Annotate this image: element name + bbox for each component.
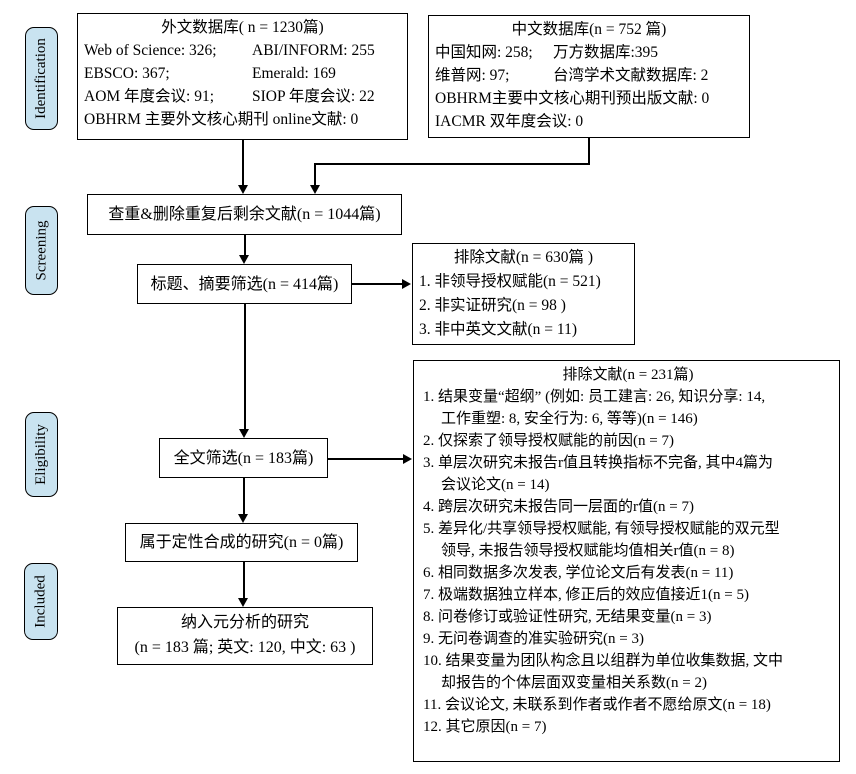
title-to-fulltext-line	[244, 304, 246, 431]
excluded-fulltext-item-1: 1. 结果变量“超纲” (例如: 员工建言: 26, 知识分享: 14, 工作重…	[423, 389, 766, 427]
stage-label-screening-text: Screening	[33, 220, 50, 281]
foreign-db-obhrm: OBHRM 主要外文核心期刊 online文献: 0	[84, 111, 359, 128]
excluded-screening-title: 排除文献(n = 630篇 )	[453, 249, 594, 266]
fulltext-to-qualitative-arrowhead-icon	[238, 514, 248, 523]
title-abstract-screening-box: 标题、摘要筛选(n = 414篇)	[137, 264, 352, 304]
dedup-to-title-arrowhead-icon	[239, 255, 249, 264]
included-meta-box: 纳入元分析的研究 (n = 183 篇; 英文: 120, 中文: 63 )	[117, 607, 373, 665]
excluded-screening-item-2: 2. 非实证研究(n = 98 )	[419, 297, 566, 314]
qualitative-to-included-arrowhead-icon	[238, 598, 248, 607]
excluded-fulltext-item-8: 8. 问卷修订或验证性研究, 无结果变量(n = 3)	[423, 609, 712, 625]
stage-label-identification: Identification	[25, 27, 58, 130]
chinese-to-dedup-line-vertical	[588, 138, 590, 164]
excluded-fulltext-item-12: 12. 其它原因(n = 7)	[423, 719, 547, 735]
chinese-db-cnki: 中国知网: 258;	[435, 44, 533, 61]
stage-label-included: Included	[24, 563, 58, 640]
chinese-databases-row: 维普网: 97; 台湾学术文献数据库: 2	[435, 64, 743, 87]
excluded-screening-item-1: 1. 非领导授权赋能(n = 521)	[419, 273, 601, 290]
excluded-fulltext-title: 排除文献(n = 231篇)	[562, 367, 694, 383]
included-meta-line1: 纳入元分析的研究	[180, 614, 309, 631]
excluded-fulltext-item-11: 11. 会议论文, 未联系到作者或作者不愿给原文(n = 18)	[423, 697, 771, 713]
dedup-to-title-line	[244, 235, 246, 256]
excluded-fulltext-item-2: 2. 仅探索了领导授权赋能的前因(n = 7)	[423, 433, 674, 449]
chinese-databases-box: 中文数据库(n = 752 篇) 中国知网: 258; 万方数据库:395 维普…	[428, 15, 750, 138]
foreign-databases-row: EBSCO: 367; Emerald: 169	[84, 62, 401, 85]
title-to-fulltext-arrowhead-icon	[239, 429, 249, 438]
included-meta-line2: (n = 183 篇; 英文: 120, 中文: 63 )	[134, 639, 356, 656]
dedup-text: 查重&删除重复后剩余文献(n = 1044篇)	[108, 206, 381, 223]
excluded-fulltext-item-5: 5. 差异化/共享领导授权赋能, 有领导授权赋能的双元型 领导, 未报告领导授权…	[423, 521, 780, 559]
foreign-databases-box: 外文数据库( n = 1230篇) Web of Science: 326; A…	[77, 13, 408, 140]
chinese-to-dedup-line-horizontal	[314, 163, 590, 165]
stage-label-eligibility: Eligibility	[25, 412, 58, 497]
excluded-fulltext-item-9: 9. 无问卷调查的准实验研究(n = 3)	[423, 631, 644, 647]
foreign-databases-row: Web of Science: 326; ABI/INFORM: 255	[84, 39, 401, 62]
excluded-screening-item-3: 3. 非中英文文献(n = 11)	[419, 321, 577, 338]
foreign-databases-title: 外文数据库( n = 1230篇)	[161, 19, 324, 36]
foreign-to-dedup-line	[242, 140, 244, 186]
stage-label-included-text: Included	[32, 575, 49, 628]
excluded-fulltext-box: 排除文献(n = 231篇) 1. 结果变量“超纲” (例如: 员工建言: 26…	[413, 360, 840, 762]
excluded-fulltext-item-3: 3. 单层次研究未报告r值且转换指标不完备, 其中4篇为 会议论文(n = 14…	[423, 455, 773, 493]
fulltext-to-qualitative-line	[243, 478, 245, 516]
title-to-excluded-arrowhead-icon	[402, 279, 411, 289]
fulltext-screening-text: 全文筛选(n = 183篇)	[173, 449, 314, 467]
foreign-db-emerald: Emerald: 169	[252, 65, 336, 82]
chinese-db-wanfang: 万方数据库:395	[553, 44, 659, 61]
dedup-box: 查重&删除重复后剩余文献(n = 1044篇)	[87, 194, 402, 235]
excluded-fulltext-item-7: 7. 极端数据独立样本, 修正后的效应值接近1(n = 5)	[423, 587, 749, 603]
foreign-db-web-of-science: Web of Science: 326;	[84, 42, 217, 59]
foreign-db-abi-inform: ABI/INFORM: 255	[252, 42, 375, 59]
chinese-db-iacmr: IACMR 双年度会议: 0	[435, 113, 584, 130]
excluded-fulltext-item-4: 4. 跨层次研究未报告同一层面的r值(n = 7)	[423, 499, 694, 515]
chinese-db-taiwan: 台湾学术文献数据库: 2	[553, 67, 709, 84]
chinese-databases-row: 中国知网: 258; 万方数据库:395	[435, 41, 743, 64]
fulltext-screening-box: 全文筛选(n = 183篇)	[159, 438, 328, 478]
fulltext-to-excluded-line	[328, 458, 404, 460]
title-to-excluded-line	[352, 283, 403, 285]
chinese-db-vip: 维普网: 97;	[435, 67, 510, 84]
qualitative-synthesis-box: 属于定性合成的研究(n = 0篇)	[125, 523, 358, 562]
fulltext-to-excluded-arrowhead-icon	[403, 454, 412, 464]
stage-label-identification-text: Identification	[33, 38, 49, 119]
chinese-to-dedup-line-drop	[314, 163, 316, 186]
qualitative-synthesis-text: 属于定性合成的研究(n = 0篇)	[139, 534, 344, 551]
chinese-db-obhrm: OBHRM主要中文核心期刊预出版文献: 0	[435, 90, 710, 107]
stage-label-screening: Screening	[25, 206, 58, 295]
qualitative-to-included-line	[243, 562, 245, 599]
chinese-databases-title: 中文数据库(n = 752 篇)	[511, 21, 667, 38]
foreign-db-siop: SIOP 年度会议: 22	[252, 88, 375, 105]
excluded-fulltext-item-6: 6. 相同数据多次发表, 学位论文后有发表(n = 11)	[423, 565, 734, 581]
title-abstract-screening-text: 标题、摘要筛选(n = 414篇)	[150, 275, 339, 293]
foreign-databases-row: AOM 年度会议: 91; SIOP 年度会议: 22	[84, 85, 401, 108]
chinese-to-dedup-arrowhead-icon	[310, 185, 320, 194]
excluded-fulltext-item-10: 10. 结果变量为团队构念且以组群为单位收集数据, 文中 却报告的个体层面双变量…	[423, 653, 784, 691]
excluded-screening-box: 排除文献(n = 630篇 ) 1. 非领导授权赋能(n = 521) 2. 非…	[412, 243, 635, 345]
foreign-db-aom: AOM 年度会议: 91;	[84, 88, 215, 105]
foreign-db-ebsco: EBSCO: 367;	[84, 65, 170, 82]
foreign-to-dedup-arrowhead-icon	[238, 185, 248, 194]
stage-label-eligibility-text: Eligibility	[33, 424, 49, 485]
